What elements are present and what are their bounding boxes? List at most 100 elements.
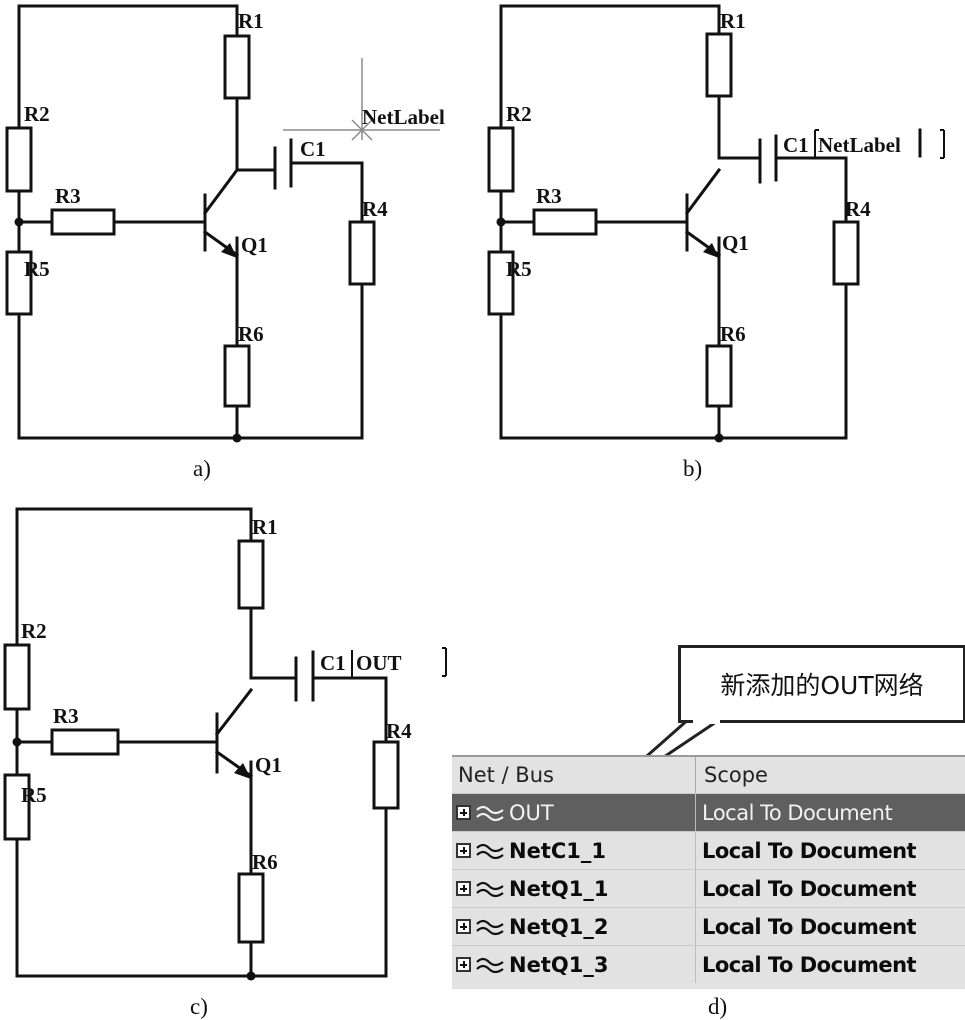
- label-q1: Q1: [241, 233, 268, 257]
- label-r3: R3: [55, 184, 81, 208]
- resistor-r5: [5, 250, 33, 316]
- net-label-out-text[interactable]: OUT: [356, 651, 402, 675]
- junction-dot: [246, 971, 256, 981]
- resistor-r1: [705, 32, 733, 98]
- label-c1: C1: [300, 137, 326, 161]
- label-r4: R4: [362, 197, 388, 221]
- net-label-edit-field[interactable]: NetLabel: [814, 128, 945, 159]
- caption-d: d): [708, 994, 727, 1019]
- plus-box-icon[interactable]: [456, 805, 471, 820]
- net-row[interactable]: NetQ1_1 Local To Document: [452, 869, 965, 907]
- plus-box-icon[interactable]: [456, 843, 471, 858]
- resistor-r5: [487, 250, 515, 316]
- resistor-r5: [3, 773, 31, 841]
- label-q1: Q1: [255, 753, 282, 777]
- label-r2: R2: [506, 102, 532, 126]
- resistor-r3: [50, 728, 120, 756]
- net-row[interactable]: NetC1_1 Local To Document: [452, 831, 965, 869]
- net-label-placeholder: NetLabel: [362, 105, 445, 129]
- junction-dot: [496, 217, 506, 227]
- resistor-r4: [832, 220, 860, 286]
- scope-cell: Local To Document: [702, 838, 917, 863]
- label-q1: Q1: [722, 231, 749, 255]
- label-r6: R6: [252, 850, 278, 874]
- resistor-r6: [237, 872, 265, 944]
- label-r1: R1: [720, 9, 746, 33]
- crosshair-cursor-icon: [283, 58, 440, 141]
- label-c1: C1: [783, 133, 809, 157]
- resistor-r2: [3, 643, 31, 711]
- resistor-r1: [237, 539, 265, 610]
- column-header-net[interactable]: Net / Bus: [452, 757, 696, 793]
- net-wave-icon: [476, 919, 504, 935]
- net-wave-icon: [476, 957, 504, 973]
- label-r4: R4: [845, 197, 871, 221]
- resistor-r3: [50, 208, 116, 236]
- callout-box: 新添加的OUT网络: [678, 645, 965, 723]
- label-r3: R3: [536, 184, 562, 208]
- label-r3: R3: [53, 704, 79, 728]
- junction-dot: [14, 217, 24, 227]
- caption-a: a): [193, 456, 211, 481]
- label-r5: R5: [21, 783, 47, 807]
- junction-dot: [714, 433, 724, 443]
- label-r6: R6: [238, 322, 264, 346]
- resistor-r6: [705, 344, 733, 408]
- scope-cell: Local To Document: [702, 914, 917, 939]
- transistor-q1: [214, 687, 254, 779]
- resistor-r3: [532, 208, 598, 236]
- junction-dot: [12, 737, 22, 747]
- net-cell: NetQ1_2: [452, 908, 696, 945]
- net-cell: NetC1_1: [452, 832, 696, 869]
- net-list-header: Net / Bus Scope: [452, 757, 965, 793]
- plus-box-icon[interactable]: [456, 919, 471, 934]
- junction-dot: [232, 433, 242, 443]
- label-r4: R4: [386, 719, 412, 743]
- net-row[interactable]: NetQ1_3 Local To Document: [452, 945, 965, 983]
- net-name: NetQ1_2: [509, 914, 609, 939]
- transistor-q1: [202, 167, 240, 258]
- label-c1: C1: [320, 651, 346, 675]
- schematic-panel-c: R1 R2 R3 R4 R5 R6 Q1 C1 OUT c): [3, 507, 447, 1019]
- label-r1: R1: [238, 9, 264, 33]
- callout-pointer-join: [693, 718, 720, 724]
- net-name: NetQ1_3: [509, 952, 609, 977]
- net-name: OUT: [509, 800, 554, 825]
- plus-box-icon[interactable]: [456, 957, 471, 972]
- label-r6: R6: [720, 322, 746, 346]
- transistor-q1: [684, 167, 722, 258]
- net-label-out[interactable]: OUT: [351, 647, 447, 678]
- net-row[interactable]: OUT Local To Document: [452, 793, 965, 831]
- resistor-r4: [348, 220, 376, 286]
- label-r2: R2: [24, 102, 50, 126]
- net-cell: OUT: [452, 794, 696, 831]
- net-cell: NetQ1_1: [452, 870, 696, 907]
- resistor-r2: [5, 126, 33, 193]
- net-name: NetQ1_1: [509, 876, 609, 901]
- label-r5: R5: [506, 257, 532, 281]
- net-row[interactable]: NetQ1_2 Local To Document: [452, 907, 965, 945]
- net-wave-icon: [476, 881, 504, 897]
- resistor-r6: [223, 344, 251, 408]
- caption-b: b): [683, 456, 702, 481]
- net-label-text[interactable]: NetLabel: [818, 133, 901, 157]
- label-r5: R5: [24, 257, 50, 281]
- schematic-panel-b: R1 R2 R3 R4 R5 R6 Q1 C1 NetLabel b): [487, 4, 945, 481]
- net-cell: NetQ1_3: [452, 946, 696, 983]
- schematic-panel-a: R1 R2 R3 R4 R5 R6 Q1 C1 NetLabel a): [5, 4, 445, 481]
- net-wave-icon: [476, 843, 504, 859]
- resistor-r4: [372, 740, 400, 810]
- scope-cell: Local To Document: [702, 800, 893, 825]
- resistor-r2: [487, 126, 515, 193]
- column-header-scope[interactable]: Scope: [704, 763, 768, 787]
- scope-cell: Local To Document: [702, 876, 917, 901]
- net-name: NetC1_1: [509, 838, 606, 863]
- resistor-r1: [223, 34, 251, 100]
- label-r2: R2: [21, 619, 47, 643]
- net-wave-icon: [476, 805, 504, 821]
- scope-cell: Local To Document: [702, 952, 917, 977]
- caption-c: c): [190, 994, 208, 1019]
- plus-box-icon[interactable]: [456, 881, 471, 896]
